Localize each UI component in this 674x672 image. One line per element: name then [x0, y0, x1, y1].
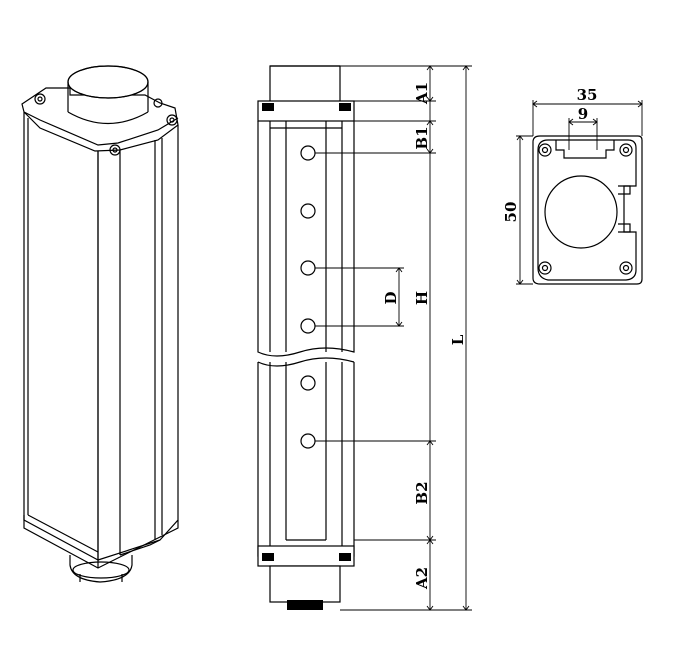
dim-B2: B2 — [413, 481, 431, 504]
dimension-lines — [315, 65, 472, 611]
dim-A1: A1 — [413, 82, 431, 105]
dim-height-50: 50 — [502, 202, 520, 223]
dim-width-35: 35 — [577, 86, 598, 104]
dim-L: L — [449, 334, 467, 345]
front-view — [257, 65, 355, 610]
dim-B1: B1 — [413, 126, 431, 149]
dim-H: H — [413, 291, 431, 305]
end-view-dimensions — [516, 100, 643, 285]
dim-A2: A2 — [413, 567, 431, 590]
end-view-labels: 35 9 50 — [502, 86, 597, 222]
end-view — [532, 135, 643, 285]
dim-D: D — [382, 291, 400, 304]
dim-slot-9: 9 — [578, 105, 588, 123]
dimension-labels: A1 B1 D H L B2 A2 — [382, 82, 467, 590]
isometric-view — [21, 65, 179, 583]
